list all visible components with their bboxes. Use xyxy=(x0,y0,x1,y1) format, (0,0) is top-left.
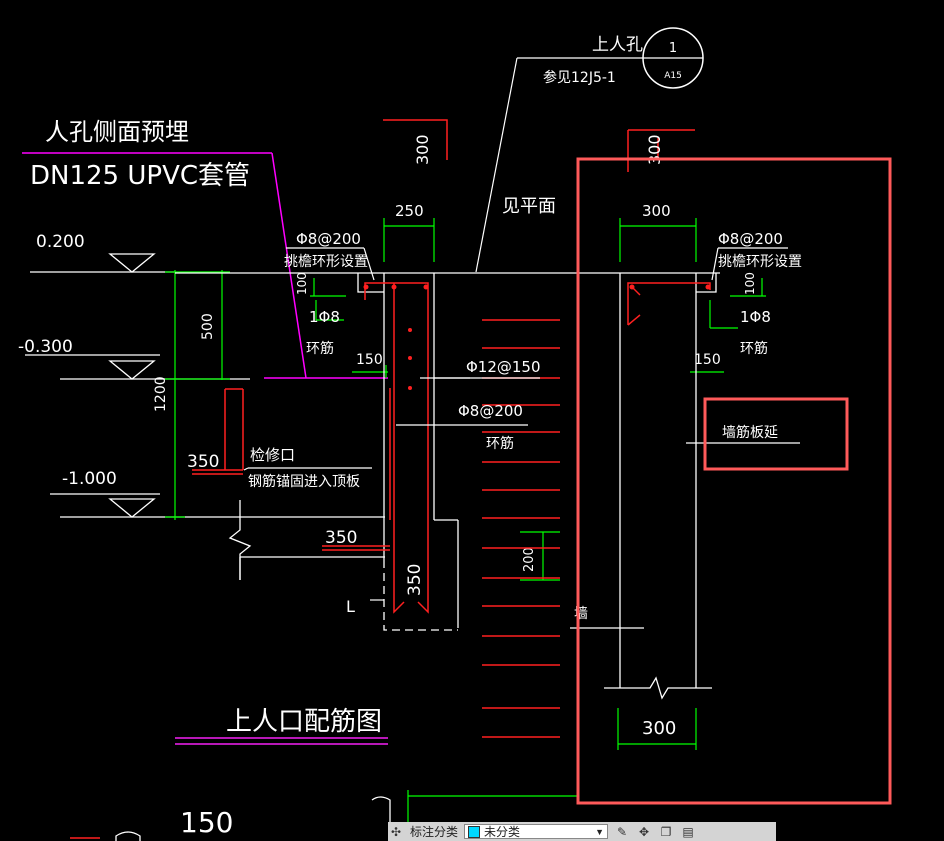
rebar-dots xyxy=(363,284,711,390)
chevron-down-icon: ▼ xyxy=(595,826,605,837)
stack-icon[interactable]: ▤ xyxy=(682,824,694,839)
wall-note: 墙筋板延 xyxy=(722,424,778,441)
inspection-label: 检修口 xyxy=(250,446,295,464)
toolbar-tool-icon[interactable]: ✣ xyxy=(390,824,402,839)
rebars xyxy=(70,282,711,839)
dim-300-bottom: 300 xyxy=(642,718,676,739)
rebar-left-note: 挑檐环形设置 xyxy=(284,254,368,270)
category-select[interactable]: 未分类 ▼ xyxy=(464,824,609,839)
drawing-title: 上人口配筋图 xyxy=(226,707,382,737)
inspection-note: 钢筋锚固进入顶板 xyxy=(248,473,360,490)
red-marks xyxy=(383,119,695,172)
dim-150-left: 150 xyxy=(356,352,383,368)
ring-right-note: 环筋 xyxy=(740,340,768,357)
dim-1200: 1200 xyxy=(153,376,169,412)
rebar-mid-2: Φ8@200 xyxy=(458,402,523,420)
embed-note: 人孔侧面预埋 DN125 UPVC套管 xyxy=(22,118,388,379)
elevation-minus-1000: -1.000 xyxy=(62,469,117,489)
dim-350-mid: 350 xyxy=(325,528,357,548)
move-icon[interactable]: ✥ xyxy=(638,824,650,839)
dim-150-right: 150 xyxy=(694,352,721,368)
elevation-minus-0300: -0.300 xyxy=(18,337,73,357)
ring-left-note: 环筋 xyxy=(306,340,334,357)
manhole-title: 上人孔 xyxy=(592,35,643,55)
dim-350-vertical: 350 xyxy=(405,564,425,596)
embed-title: 人孔侧面预埋 xyxy=(45,118,189,146)
rebar-left: Φ8@200 xyxy=(296,230,361,248)
dim-200: 200 xyxy=(522,547,537,572)
dim-100-right: 100 xyxy=(743,272,757,295)
rebar-mid-1: Φ12@150 xyxy=(466,358,541,376)
callout-number: 1 xyxy=(669,41,677,56)
callout-group: 1 A15 上人孔 参见12J5-1 见平面 xyxy=(475,27,704,273)
annotation-toolbar: ✣ 标注分类 未分类 ▼ ✎ ✥ ❐ ▤ xyxy=(388,822,776,841)
toolbar-label: 标注分类 xyxy=(410,825,459,839)
dim-250: 250 xyxy=(395,202,424,220)
rebar-right: Φ8@200 xyxy=(718,230,783,248)
manhole-ref: 参见12J5-1 xyxy=(543,69,616,86)
dimension-lines xyxy=(165,218,766,841)
ring-left: 1Φ8 xyxy=(309,308,340,326)
wall-label: 墙 xyxy=(574,606,588,622)
bottom-fragments xyxy=(115,796,391,841)
dim-350-left: 350 xyxy=(187,452,219,472)
highlight-box-small xyxy=(703,397,849,471)
letter-L: L xyxy=(346,597,355,616)
note-leaders xyxy=(175,247,800,745)
dim-150-bottom: 150 xyxy=(180,806,233,839)
dim-300-top: 300 xyxy=(642,202,671,220)
category-selected: 未分类 xyxy=(484,825,521,839)
embed-pipe: DN125 UPVC套管 xyxy=(30,161,250,191)
dim-300-red: 300 xyxy=(413,134,432,165)
rebar-right-note: 挑檐环形设置 xyxy=(718,254,802,270)
dashed-footing xyxy=(383,560,458,631)
category-swatch xyxy=(468,825,481,838)
dim-100-left: 100 xyxy=(295,272,309,295)
elevation-0200: 0.200 xyxy=(36,232,85,252)
callout-sheet: A15 xyxy=(664,71,682,81)
edit-icon[interactable]: ✎ xyxy=(616,824,628,839)
copy-icon[interactable]: ❐ xyxy=(660,824,672,839)
dim-500: 500 xyxy=(200,313,216,340)
rebar-mid-2-note: 环筋 xyxy=(486,435,514,452)
dim-300-red2: 300 xyxy=(645,134,664,165)
manhole-leader xyxy=(475,57,518,273)
highlight-box-large xyxy=(576,157,892,805)
see-plan-label: 见平面 xyxy=(502,196,556,217)
ring-right: 1Φ8 xyxy=(740,308,771,326)
